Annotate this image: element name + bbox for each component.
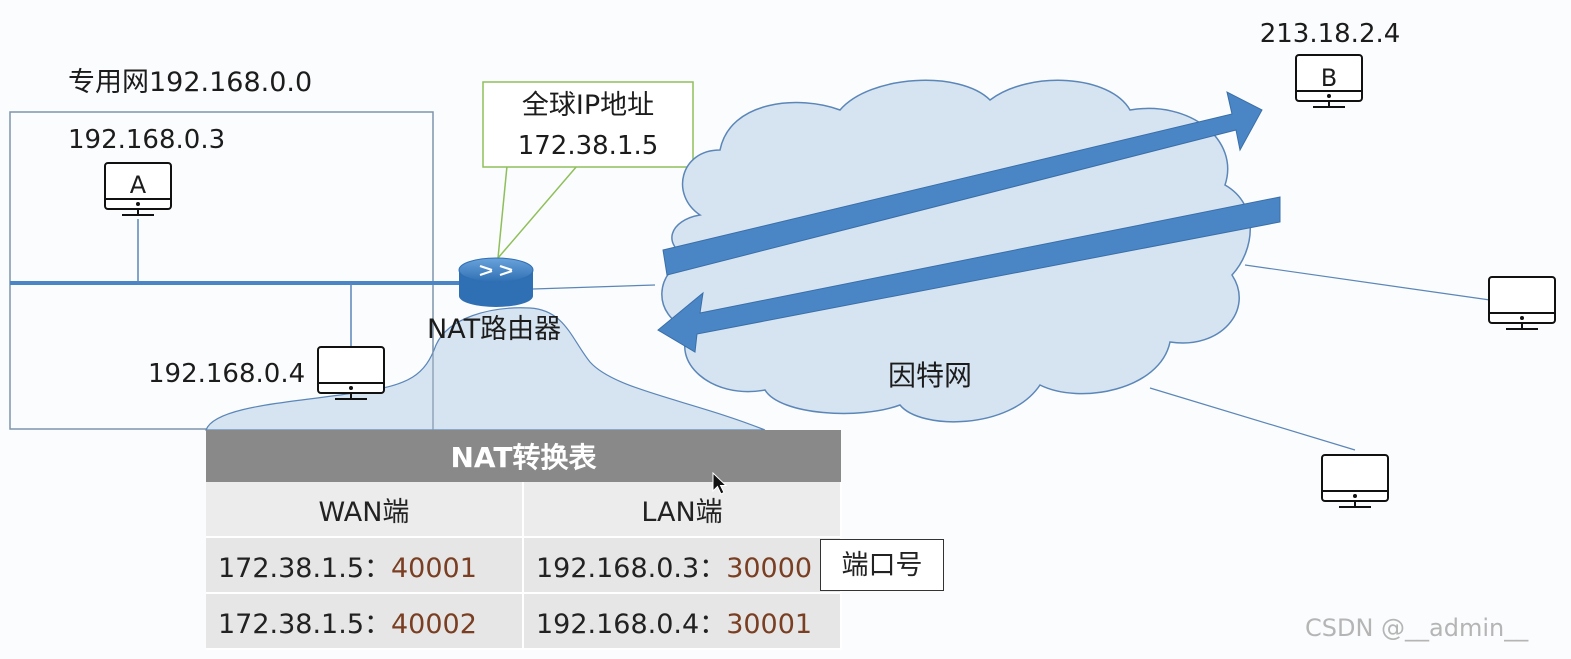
- internet-cloud: [661, 79, 1251, 423]
- port-number-label: 端口号: [820, 539, 944, 591]
- wan-cell: 172.38.1.5：40001: [206, 537, 524, 594]
- lan-cell: 192.168.0.4：30001: [523, 593, 842, 650]
- lan-header: LAN端: [523, 482, 842, 538]
- internet-host-computer-icon[interactable]: [1321, 454, 1389, 508]
- internet-label: 因特网: [888, 359, 972, 392]
- internet-host-computer-icon[interactable]: [1488, 276, 1556, 330]
- callout-line1: 全球IP地址: [522, 90, 654, 121]
- inbound-arrow: [657, 196, 1281, 353]
- mouse-cursor-icon: [712, 472, 728, 495]
- table-row: 172.38.1.5：40002 192.168.0.4：30001: [206, 593, 842, 650]
- host-a2-computer-icon[interactable]: [317, 346, 385, 400]
- nat-table-title: NAT转换表: [206, 430, 841, 482]
- host-b-ip: 213.18.2.4: [1260, 19, 1401, 49]
- table-row: 172.38.1.5：40001 192.168.0.3：30000: [206, 537, 842, 594]
- router-label: NAT路由器: [427, 314, 561, 345]
- host-b-letter: B: [1321, 64, 1337, 92]
- outbound-arrow: [662, 91, 1263, 276]
- watermark: CSDN @__admin__: [1305, 614, 1529, 642]
- nat-router-icon[interactable]: [458, 257, 534, 307]
- wan-header: WAN端: [206, 482, 524, 538]
- host-a2-ip: 192.168.0.4: [148, 359, 305, 389]
- host-a-ip: 192.168.0.3: [68, 125, 225, 155]
- lan-cell: 192.168.0.3：30000: [523, 537, 842, 594]
- wan-cell: 172.38.1.5：40002: [206, 593, 524, 650]
- nat-table: NAT转换表 WAN端 LAN端 172.38.1.5：40001 192.16…: [206, 430, 842, 650]
- global-ip-callout: [482, 81, 694, 168]
- private-network-label: 专用网192.168.0.0: [68, 67, 312, 98]
- host-a-letter: A: [130, 171, 147, 199]
- callout-line2: 172.38.1.5: [518, 131, 659, 161]
